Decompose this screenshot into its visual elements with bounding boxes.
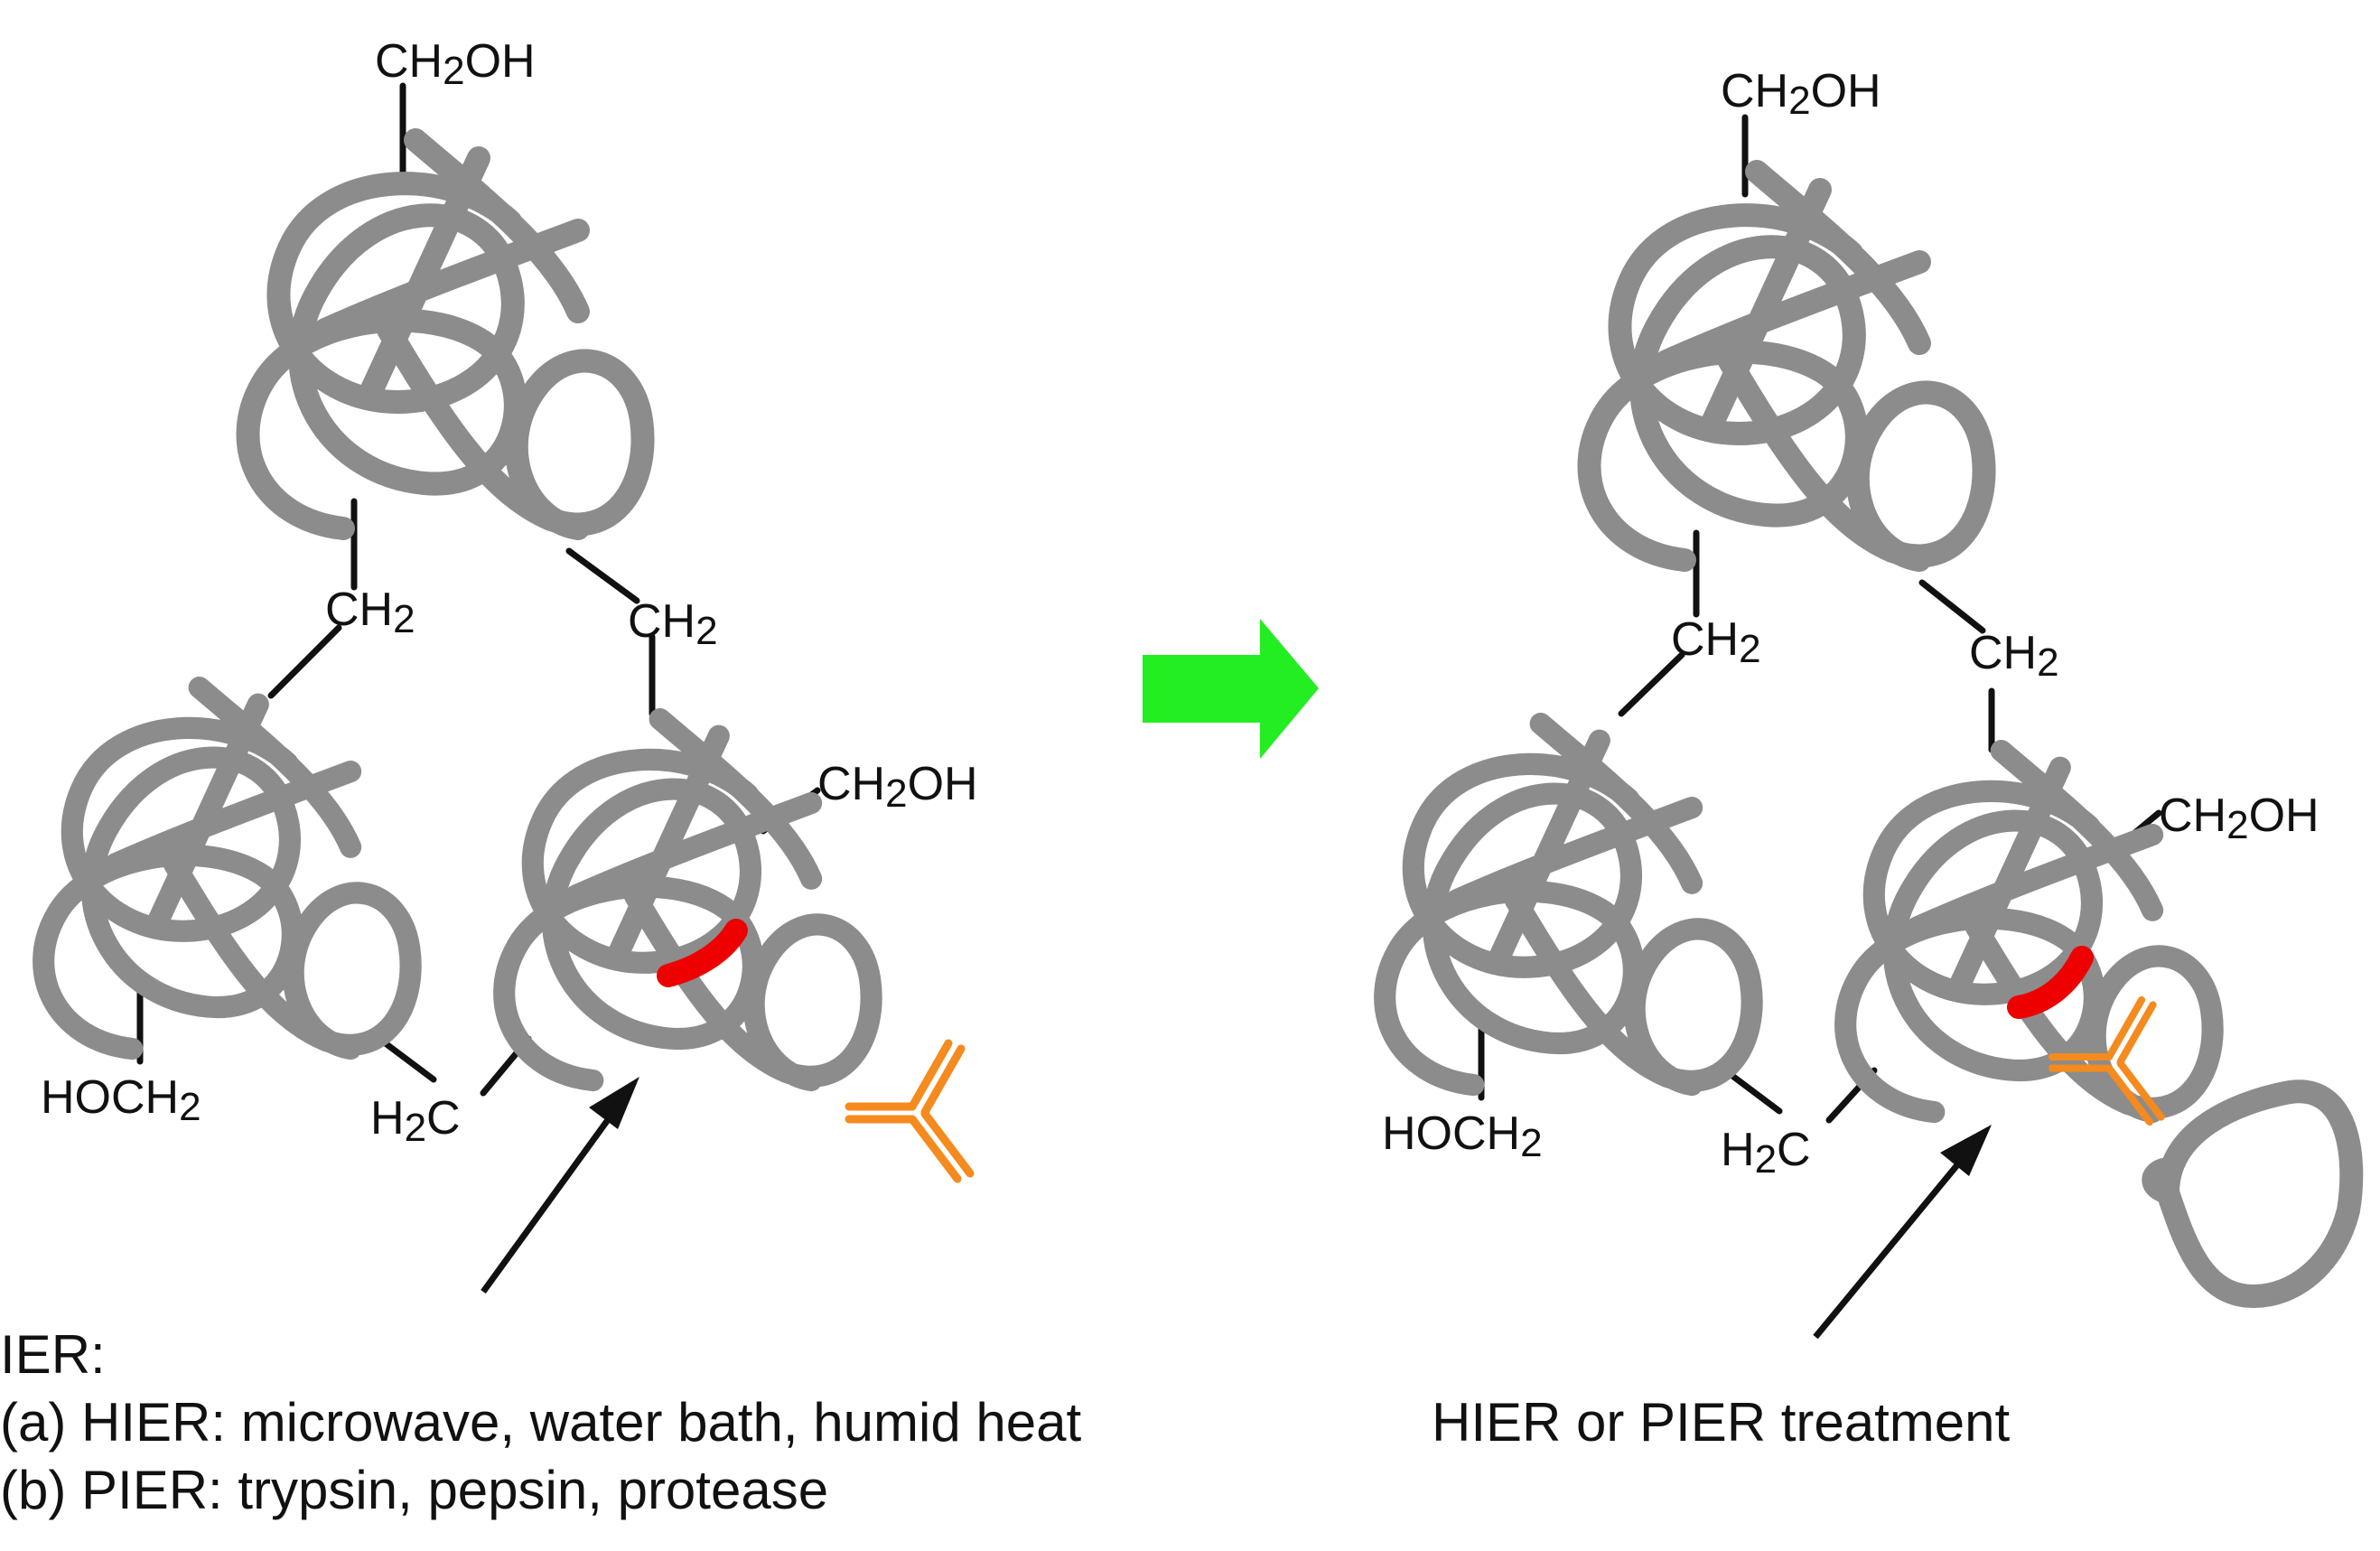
label-h2c-r: H2C [1721,1124,1811,1182]
bond-h2c-left [376,1035,437,1083]
caption-hier: (a) HIER: microwave, water bath, humid h… [0,1392,1081,1453]
label-ch2-left-r: CH2 [1671,613,1761,671]
bond-ch2-right-up [565,547,640,604]
caption-ier-title: IER: [0,1324,106,1385]
protein-coil-top-r [1589,172,1983,560]
label-ch2oh-right-r: CH2OH [2159,790,2319,847]
bond-h2c-left-r [1722,1067,1783,1115]
caption-pier: (b) PIER: trypsin, pepsin, protease [0,1460,828,1520]
protein-coil-bottom-right [504,719,871,1080]
protein-coil-top [247,140,642,528]
arrow-head-left [589,1077,639,1129]
label-hoch2-r: HOCH2 [1382,1107,1543,1165]
label-ch2-left: CH2 [325,584,415,641]
bond-ch2-left-down [267,624,342,699]
right-panel: CH2OH CH2 CH2 CH2OH HOCH2 H2C HIER or PI… [1382,65,2364,1453]
label-h2c: H2C [370,1092,461,1150]
label-top-ch2oh-r: CH2OH [1721,65,1881,123]
cleaved-fragment [2142,1079,2364,1308]
arrow-head-right [1940,1125,1992,1176]
protein-coil-bottom-left [43,687,410,1049]
epitope-mark [657,919,748,987]
transition-arrow [1143,619,1319,759]
label-top-ch2oh: CH2OH [375,35,536,93]
label-ch2-right: CH2 [628,595,718,653]
protein-coil-bottom-right-r [1845,751,2212,1112]
label-ch2-right-r: CH2 [1969,627,2059,685]
arrow-line-right [1813,1154,1967,1340]
epitope-mark-r [2007,946,2094,1019]
bond-ch2-right-up-r [1918,579,1986,634]
bond-ch2-left-down-r [1618,651,1685,717]
arrow-line-left [481,1108,617,1294]
caption-treatment: HIER or PIER treatment [1432,1392,2011,1453]
protein-coil-bottom-left-r [1385,724,1751,1085]
label-ch2oh-right: CH2OH [817,758,978,816]
antibody-icon [849,1043,970,1179]
left-panel: CH2OH CH2 CH2 CH2OH HOCH2 H2C IER: (a) H… [0,35,1081,1520]
label-hoch2: HOCH2 [41,1071,201,1129]
